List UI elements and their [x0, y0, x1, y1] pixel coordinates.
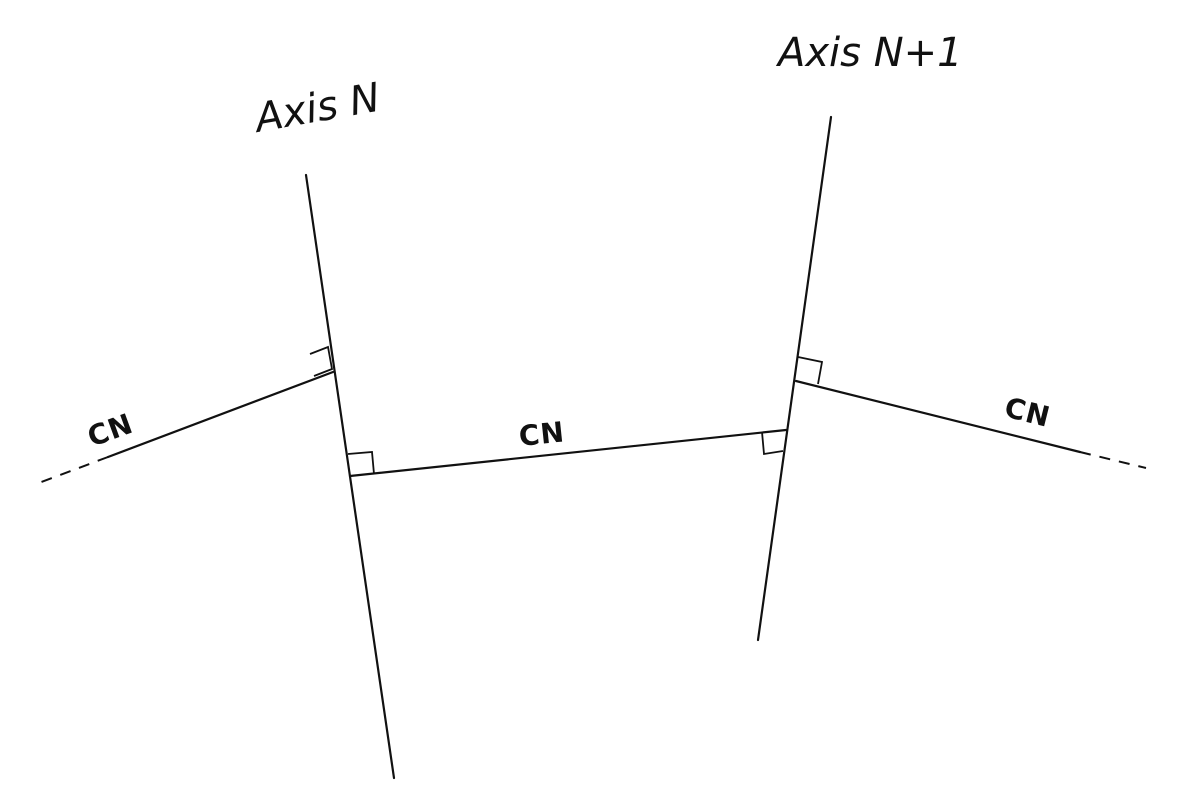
- cn-middle-label: CN: [517, 415, 566, 453]
- right-angle-marker-axis-n: [347, 451, 375, 475]
- right-angle-marker-axis-n-plus-1: [761, 431, 784, 456]
- cn-left-dashed-extension: [35, 456, 109, 485]
- axis-n-label: Axis N: [249, 75, 384, 143]
- cn-left-label: CN: [83, 407, 137, 454]
- cn-middle-line: [348, 428, 788, 478]
- right-angle-marker-right-top: [797, 356, 824, 385]
- cn-right-line: [794, 379, 1082, 454]
- right-angle-marker-left-top: [309, 345, 334, 377]
- cn-left-line: [106, 370, 335, 459]
- cn-right-dashed-extension: [1079, 451, 1147, 469]
- axis-n-plus-1-label: Axis N+1: [775, 30, 963, 76]
- axis-n-plus-1-line: [756, 115, 833, 642]
- cn-right-label: CN: [1001, 391, 1054, 434]
